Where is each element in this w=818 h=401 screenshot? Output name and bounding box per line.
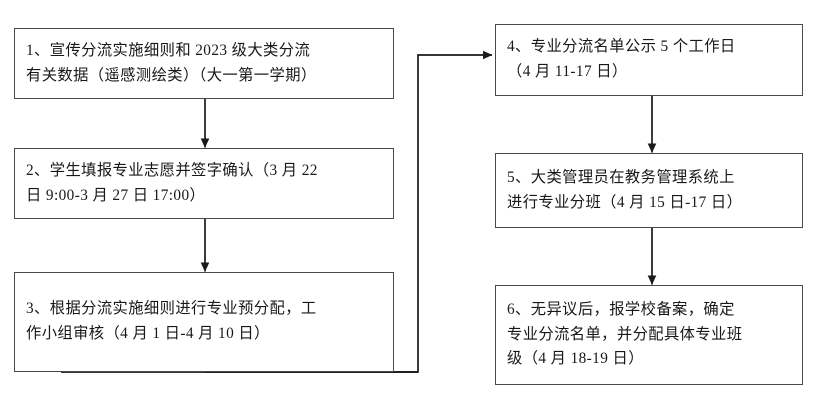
flowchart-node-step-3[interactable]: 3、根据分流实施细则进行专业预分配，工 作小组审核（4 月 1 日-4 月 10…	[14, 272, 394, 372]
flowchart-node-step-1[interactable]: 1、宣传分流实施细则和 2023 级大类分流 有关数据（遥感测绘类）（大一第一学…	[14, 28, 394, 99]
flowchart-node-step-5[interactable]: 5、大类管理员在教务管理系统上 进行专业分班（4 月 15 日-17 日）	[495, 153, 803, 228]
flowchart-node-step-4[interactable]: 4、专业分流名单公示 5 个工作日 （4 月 11-17 日）	[495, 24, 803, 96]
flowchart-node-step-4-label: 4、专业分流名单公示 5 个工作日 （4 月 11-17 日）	[507, 38, 736, 80]
flowchart-node-step-6[interactable]: 6、无异议后，报学校备案，确定 专业分流名单，并分配具体专业班 级（4 月 18…	[495, 285, 803, 385]
flowchart-node-step-5-label: 5、大类管理员在教务管理系统上 进行专业分班（4 月 15 日-17 日）	[507, 168, 743, 211]
flowchart-node-step-1-label: 1、宣传分流实施细则和 2023 级大类分流 有关数据（遥感测绘类）（大一第一学…	[26, 41, 317, 84]
flowchart-node-step-2[interactable]: 2、学生填报专业志愿并签字确认（3 月 22 日 9:00-3 月 27 日 1…	[14, 148, 394, 219]
flowchart-node-step-2-label: 2、学生填报专业志愿并签字确认（3 月 22 日 9:00-3 月 27 日 1…	[26, 161, 318, 204]
flowchart-node-step-3-label: 3、根据分流实施细则进行专业预分配，工 作小组审核（4 月 1 日-4 月 10…	[26, 300, 317, 342]
flowchart-node-step-6-label: 6、无异议后，报学校备案，确定 专业分流名单，并分配具体专业班 级（4 月 18…	[507, 300, 743, 368]
